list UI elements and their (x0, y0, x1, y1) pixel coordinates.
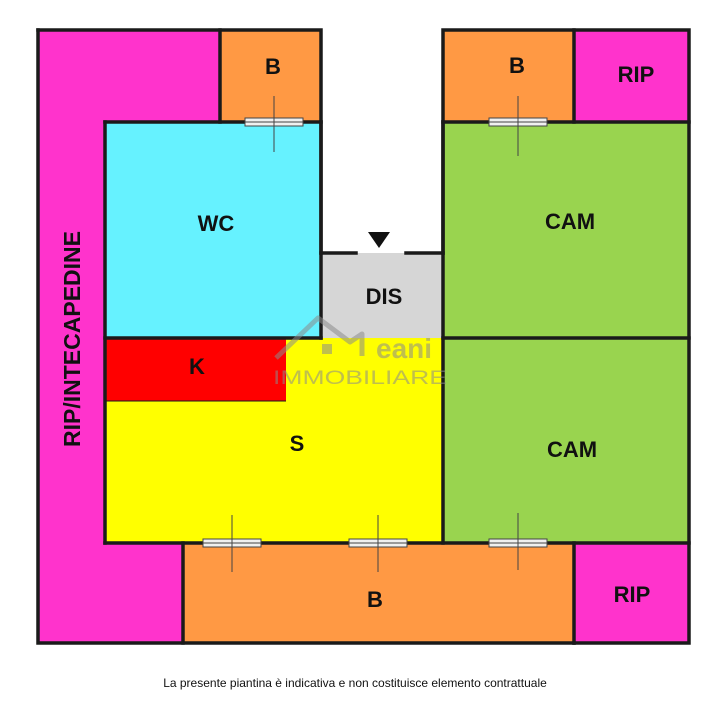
window-bottom-right (488, 513, 548, 570)
label-dis: DIS (366, 284, 403, 309)
room-balcony-top-right (443, 30, 574, 122)
house-window-icon (322, 344, 332, 354)
label-rip-top-right: RIP (618, 62, 655, 87)
label-living: S (290, 431, 305, 456)
window-top-left (244, 96, 304, 152)
label-rip-bottom-right: RIP (614, 582, 651, 607)
room-labels: RIP/INTECAPEDINE B B RIP WC DIS CAM K S … (59, 53, 654, 612)
room-dis (321, 253, 443, 338)
label-balcony-bottom: B (367, 587, 383, 612)
disclaimer-caption: La presente piantina è indicativa e non … (163, 676, 547, 690)
label-cam-bottom: CAM (547, 437, 597, 462)
room-balcony-top-left (220, 30, 321, 122)
label-balcony-top-left: B (265, 54, 281, 79)
label-balcony-top-right: B (509, 53, 525, 78)
room-kitchen (105, 338, 286, 401)
walls (36, 28, 691, 645)
label-cam-top: CAM (545, 209, 595, 234)
room-cam-top (443, 122, 689, 338)
room-rip-intercapedine (38, 30, 220, 643)
label-kitchen: K (189, 354, 205, 379)
watermark-brand: eani (376, 333, 432, 364)
label-rip-intercapedine: RIP/INTECAPEDINE (59, 231, 85, 447)
room-rip-top-right (574, 30, 689, 122)
windows (202, 96, 548, 572)
window-bottom-middle (348, 515, 408, 572)
watermark-subtitle: IMMOBILIARE (273, 368, 447, 389)
watermark-logo: eani IMMOBILIARE (273, 315, 447, 389)
window-top-right (488, 96, 548, 156)
room-cam-bottom (443, 338, 689, 543)
room-rip-bottom-right (574, 543, 689, 643)
entrance-arrow-icon (368, 232, 390, 248)
house-roof-icon (274, 315, 365, 360)
window-bottom-left (202, 515, 262, 572)
room-wc (105, 122, 321, 338)
label-wc: WC (198, 211, 235, 236)
